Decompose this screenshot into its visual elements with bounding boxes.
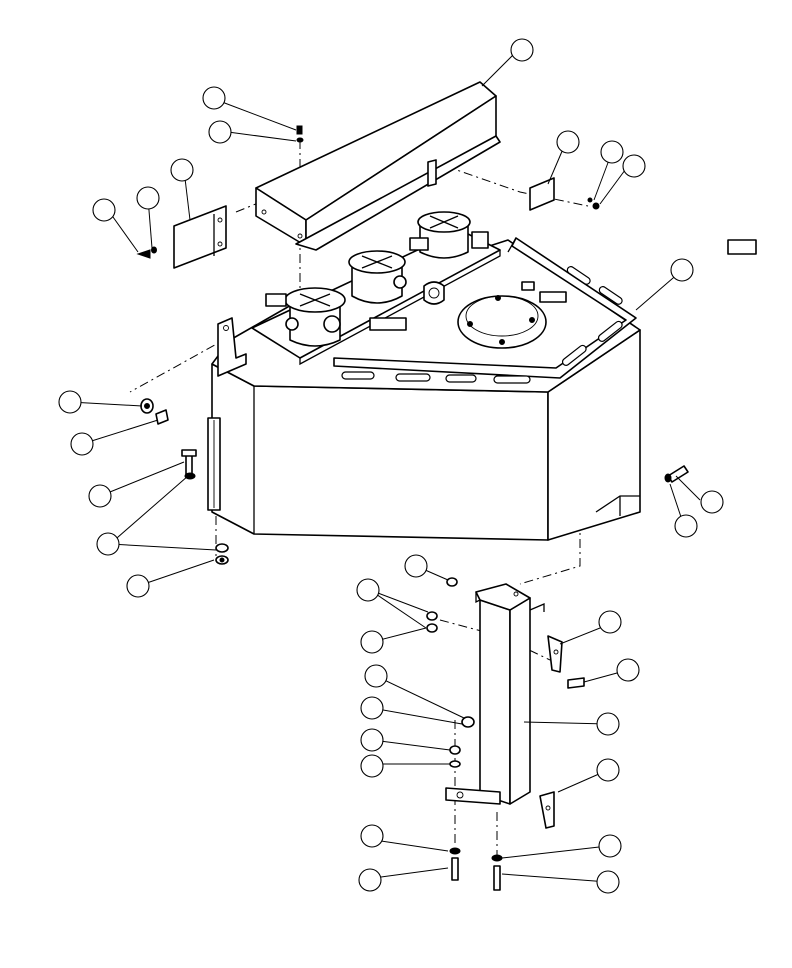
callout-bubble (92, 198, 116, 222)
callout-bubble (596, 870, 620, 894)
callout-bubble (622, 154, 646, 178)
rail-slot (445, 374, 477, 383)
callout-bubble (364, 664, 388, 688)
callout-bubble (598, 834, 622, 858)
callout-bubbles (58, 38, 724, 894)
post-front (479, 599, 511, 805)
callout-bubble (360, 728, 384, 752)
callout-bubble (510, 38, 534, 62)
hardware-fasteners (136, 125, 689, 891)
leader-lines (69, 53, 701, 883)
valve-manifold (251, 211, 757, 366)
tank-cover-plate (457, 295, 547, 349)
angle-bracket (217, 317, 247, 377)
latch-lower (539, 791, 555, 829)
slotted-guard-rail (333, 237, 637, 384)
rail-slot (493, 375, 531, 384)
rail-slot (561, 344, 587, 366)
lifting-eye (423, 281, 445, 305)
rail-slot (341, 371, 375, 380)
callout-bubble (58, 390, 82, 414)
post-top (475, 583, 531, 611)
callout-bubble (70, 432, 94, 456)
callout-bubble (208, 120, 232, 144)
callout-bubble (360, 696, 384, 720)
callout-bubble (360, 630, 384, 654)
callout-bubble (700, 490, 724, 514)
callout-bubble (202, 86, 226, 110)
callout-bubble (596, 758, 620, 782)
callout-bubble (88, 484, 112, 508)
callout-bubble (356, 578, 380, 602)
callout-bubble (360, 824, 384, 848)
support-post (445, 583, 545, 805)
callout-bubble (136, 186, 160, 210)
post-side (509, 597, 531, 805)
callout-bubble (96, 532, 120, 556)
callout-bubble (556, 130, 580, 154)
right-side-plate (529, 177, 555, 211)
fitting-right (727, 239, 757, 255)
callout-bubble (598, 610, 622, 634)
callout-bubble (616, 658, 640, 682)
top-cover (255, 81, 501, 251)
reservoir-tank (207, 239, 641, 541)
cover-tab (427, 159, 437, 187)
callout-bubble (358, 868, 382, 892)
callout-bubble (360, 754, 384, 778)
left-side-bracket (173, 205, 227, 269)
callout-bubble (170, 158, 194, 182)
callout-bubble (404, 554, 428, 578)
rail-slot (566, 266, 591, 285)
callout-bubble (600, 140, 624, 164)
rail-slot (597, 320, 623, 342)
callout-bubble (596, 712, 620, 736)
callout-bubble (126, 574, 150, 598)
rail-slot (395, 373, 431, 382)
callout-bubble (674, 514, 698, 538)
callout-bubble (670, 258, 694, 282)
rail-slot (598, 286, 623, 305)
latch-upper (547, 635, 563, 673)
